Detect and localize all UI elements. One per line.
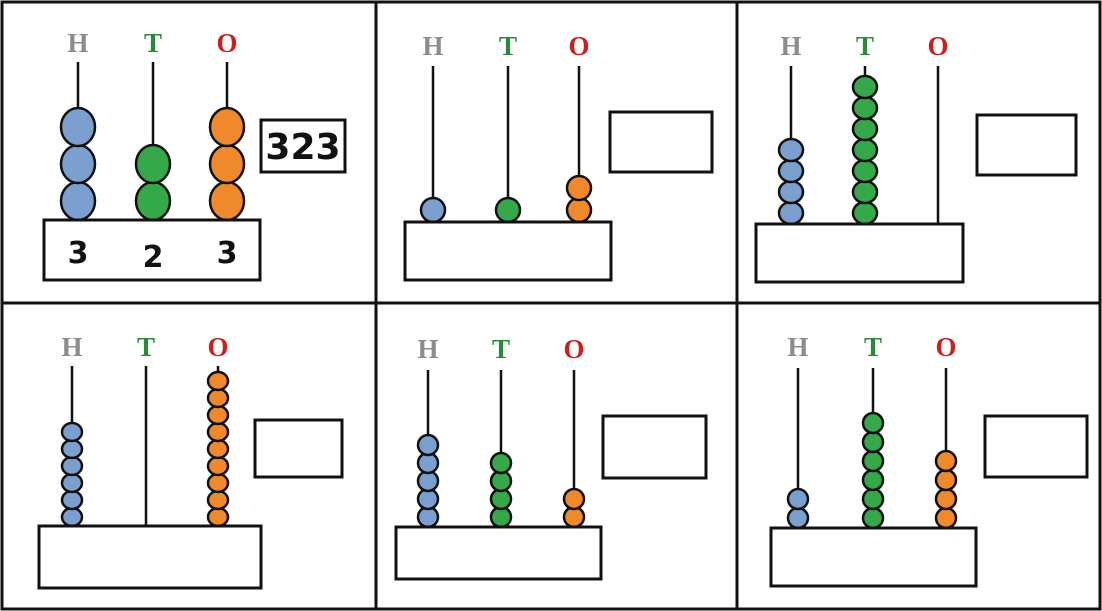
hundreds-column-label: H <box>422 31 443 61</box>
tens-bead <box>863 489 883 509</box>
answer-box <box>977 115 1076 175</box>
hundreds-column-label: H <box>787 332 808 362</box>
hundreds-bead <box>421 198 445 222</box>
tens-bead <box>496 198 520 222</box>
answer-box <box>603 416 706 478</box>
hundreds-bead <box>62 457 82 475</box>
hundreds-bead <box>779 160 803 182</box>
hundreds-column-label: H <box>417 334 438 364</box>
answer-box <box>610 112 712 172</box>
tens-digit: 2 <box>143 240 164 275</box>
ones-bead <box>210 182 244 220</box>
tens-bead <box>853 202 877 224</box>
tens-column-label: T <box>499 31 517 61</box>
hundreds-bead <box>779 139 803 161</box>
tens-bead <box>863 432 883 452</box>
ones-column-label: O <box>935 332 956 362</box>
ones-bead <box>936 470 956 490</box>
ones-bead <box>208 474 228 492</box>
hundreds-bead <box>788 489 808 509</box>
tens-bead <box>136 145 170 183</box>
tens-bead <box>491 453 511 473</box>
tens-bead <box>853 76 877 98</box>
hundreds-bead <box>61 145 95 183</box>
ones-digit: 3 <box>217 236 238 271</box>
tens-column-label: T <box>492 334 510 364</box>
abacus-base-box <box>396 527 601 579</box>
hundreds-column-label: H <box>780 31 801 61</box>
abacus-base-box <box>756 224 963 282</box>
ones-bead <box>567 198 591 222</box>
answer-box <box>985 416 1087 477</box>
tens-bead <box>853 118 877 140</box>
tens-bead <box>863 413 883 433</box>
ones-column-label: O <box>207 332 228 362</box>
tens-column-label: T <box>856 31 874 61</box>
ones-bead <box>208 440 228 458</box>
ones-bead <box>210 145 244 183</box>
tens-column-label: T <box>864 332 882 362</box>
ones-bead <box>208 491 228 509</box>
tens-bead <box>863 470 883 490</box>
hundreds-bead <box>779 181 803 203</box>
ones-bead <box>208 508 228 526</box>
hundreds-bead <box>62 423 82 441</box>
ones-bead <box>936 508 956 528</box>
tens-bead <box>863 508 883 528</box>
tens-column-label: T <box>144 28 162 58</box>
ones-bead <box>208 457 228 475</box>
hundreds-column-label: H <box>67 28 88 58</box>
abacus-base-box <box>405 222 611 280</box>
tens-bead <box>853 181 877 203</box>
ones-column-label: O <box>568 31 589 61</box>
hundreds-column-label: H <box>61 332 82 362</box>
ones-column-label: O <box>216 28 237 58</box>
hundreds-bead <box>62 508 82 526</box>
ones-bead <box>210 108 244 146</box>
tens-column-label: T <box>137 332 155 362</box>
abacus-base-box <box>771 528 976 586</box>
ones-bead <box>208 423 228 441</box>
hundreds-digit: 3 <box>68 236 89 271</box>
tens-bead <box>853 160 877 182</box>
hundreds-bead <box>62 491 82 509</box>
hundreds-bead <box>788 508 808 528</box>
ones-bead <box>208 389 228 407</box>
tens-bead <box>853 139 877 161</box>
hundreds-bead <box>62 474 82 492</box>
hundreds-bead <box>418 435 438 455</box>
hundreds-bead <box>61 182 95 220</box>
hundreds-bead <box>779 202 803 224</box>
ones-bead <box>208 372 228 390</box>
tens-bead <box>863 451 883 471</box>
hundreds-bead <box>62 440 82 458</box>
ones-bead <box>567 176 591 200</box>
answer-box <box>255 420 342 477</box>
abacus-base-box <box>39 526 261 588</box>
tens-bead <box>853 97 877 119</box>
ones-bead <box>936 451 956 471</box>
tens-bead <box>136 182 170 220</box>
ones-column-label: O <box>927 31 948 61</box>
ones-bead <box>936 489 956 509</box>
hundreds-bead <box>61 108 95 146</box>
ones-bead <box>564 489 584 509</box>
answer-value: 323 <box>265 127 340 168</box>
ones-column-label: O <box>563 334 584 364</box>
ones-bead <box>208 406 228 424</box>
